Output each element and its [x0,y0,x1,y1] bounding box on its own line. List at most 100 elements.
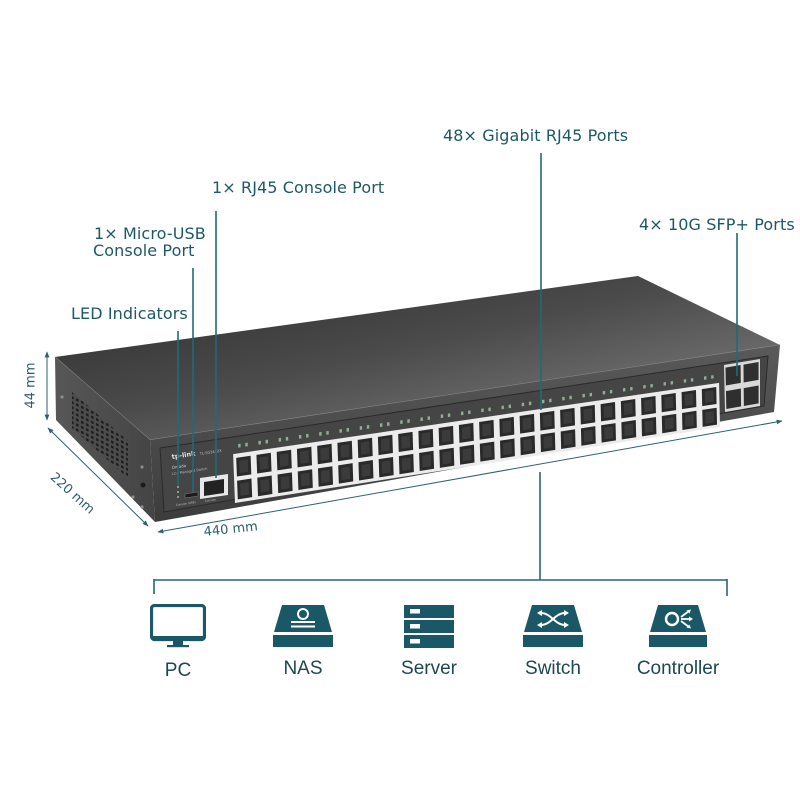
depth-dimension-line [47,427,149,527]
device-switch: Switch [498,604,608,680]
rj45-port-cavity [502,420,512,434]
sfp-port [743,362,759,383]
port-led [541,399,545,404]
callout-led-indicators: LED Indicators [71,304,188,323]
rj45-port-cavity [340,444,350,458]
callout-micro-usb-line1: 1× Micro-USB [94,224,206,243]
port-led [690,378,694,382]
port-led [427,416,431,421]
rj45-port-cavity [603,405,613,419]
nas-icon [273,605,333,647]
rj45-port-cavity [664,396,674,409]
port-led [562,396,565,401]
port-led [306,433,309,438]
rj45-port-cavity [320,469,331,484]
rj45-port-cavity [624,423,634,437]
rj45-port-cavity [705,410,715,424]
port-led [447,413,451,418]
device-controller: Controller [623,604,733,680]
rj45-port-cavity [543,435,553,449]
switch-icon [523,605,583,647]
rj45-port-cavity [623,402,633,416]
rj45-port-cavity [360,441,370,455]
device-server: Server [374,604,484,680]
rj45-port-cavity [462,448,472,462]
rj45-port-cavity [442,451,452,465]
chassis-top [55,276,780,440]
monitor-icon [150,604,206,648]
port-led [319,431,322,436]
port-led [238,443,241,448]
rj45-port-cavity [461,426,471,440]
port-led [711,375,714,379]
side-screw [60,395,64,399]
callout-gigabit-ports: 48× Gigabit RJ45 Ports [443,126,629,145]
rj45-console-port [200,474,228,499]
port-led [326,430,329,435]
port-led [508,404,512,409]
rj45-port-cavity [644,399,653,413]
port-led [488,407,491,412]
port-led [643,384,646,389]
rj45-port-cavity [300,472,310,487]
device-label-switch: Switch [525,658,581,679]
server-icon [404,605,454,648]
port-led [683,379,687,383]
rj45-port-cavity [259,456,269,470]
rj45-port-cavity [482,444,492,459]
port-led [359,426,363,430]
sfp-port [725,365,741,386]
rj45-port-cavity [260,478,270,493]
port-led [265,439,269,444]
rj45-port-cavity [563,411,572,425]
rj45-port-cavity [523,438,533,452]
rj45-port-cavity [422,454,432,468]
device-nas: NAS [248,604,358,680]
port-led [602,390,606,395]
port-led [379,423,383,427]
port-led [703,376,707,380]
port-led [285,436,289,441]
port-led [407,419,410,424]
rj45-port-cavity [361,463,371,478]
port-led [630,386,633,391]
port-led [549,398,552,403]
port-led [521,402,525,407]
port-led [622,387,626,392]
sfp-port [725,388,742,409]
rj45-port-cavity [401,457,411,471]
port-led [569,395,572,400]
port-led [650,383,653,388]
rj45-port-cavity [299,450,309,464]
rj45-port-cavity [279,453,289,467]
rj45-port-cavity [401,435,411,449]
port-led [245,442,248,447]
port-led [481,408,484,413]
side-screw [140,465,144,469]
port-led [346,427,350,432]
rj45-port-cavity [441,429,451,443]
port-led [589,392,593,397]
device-label-controller: Controller [636,658,720,679]
rj45-port-cavity [320,447,330,461]
device-label-nas: NAS [283,658,323,679]
port-led [278,437,282,442]
rj45-port-cavity [380,438,390,452]
port-led [609,389,613,394]
side-screw [131,495,135,499]
port-led [258,440,261,445]
rj45-port-cavity [604,426,613,440]
callout-rj45-console: 1× RJ45 Console Port [212,178,385,197]
rj45-port-cavity [684,393,694,406]
width-dimension-line [157,419,783,534]
port-led [420,417,423,422]
port-led [298,434,302,439]
controller-icon [649,605,707,647]
callout-sfp-ports: 4× 10G SFP+ Ports [639,215,795,234]
rj45-port-cavity [563,432,573,446]
port-led [468,410,471,415]
device-label-pc: PC [164,660,192,681]
rj45-port-cavity [685,414,694,427]
